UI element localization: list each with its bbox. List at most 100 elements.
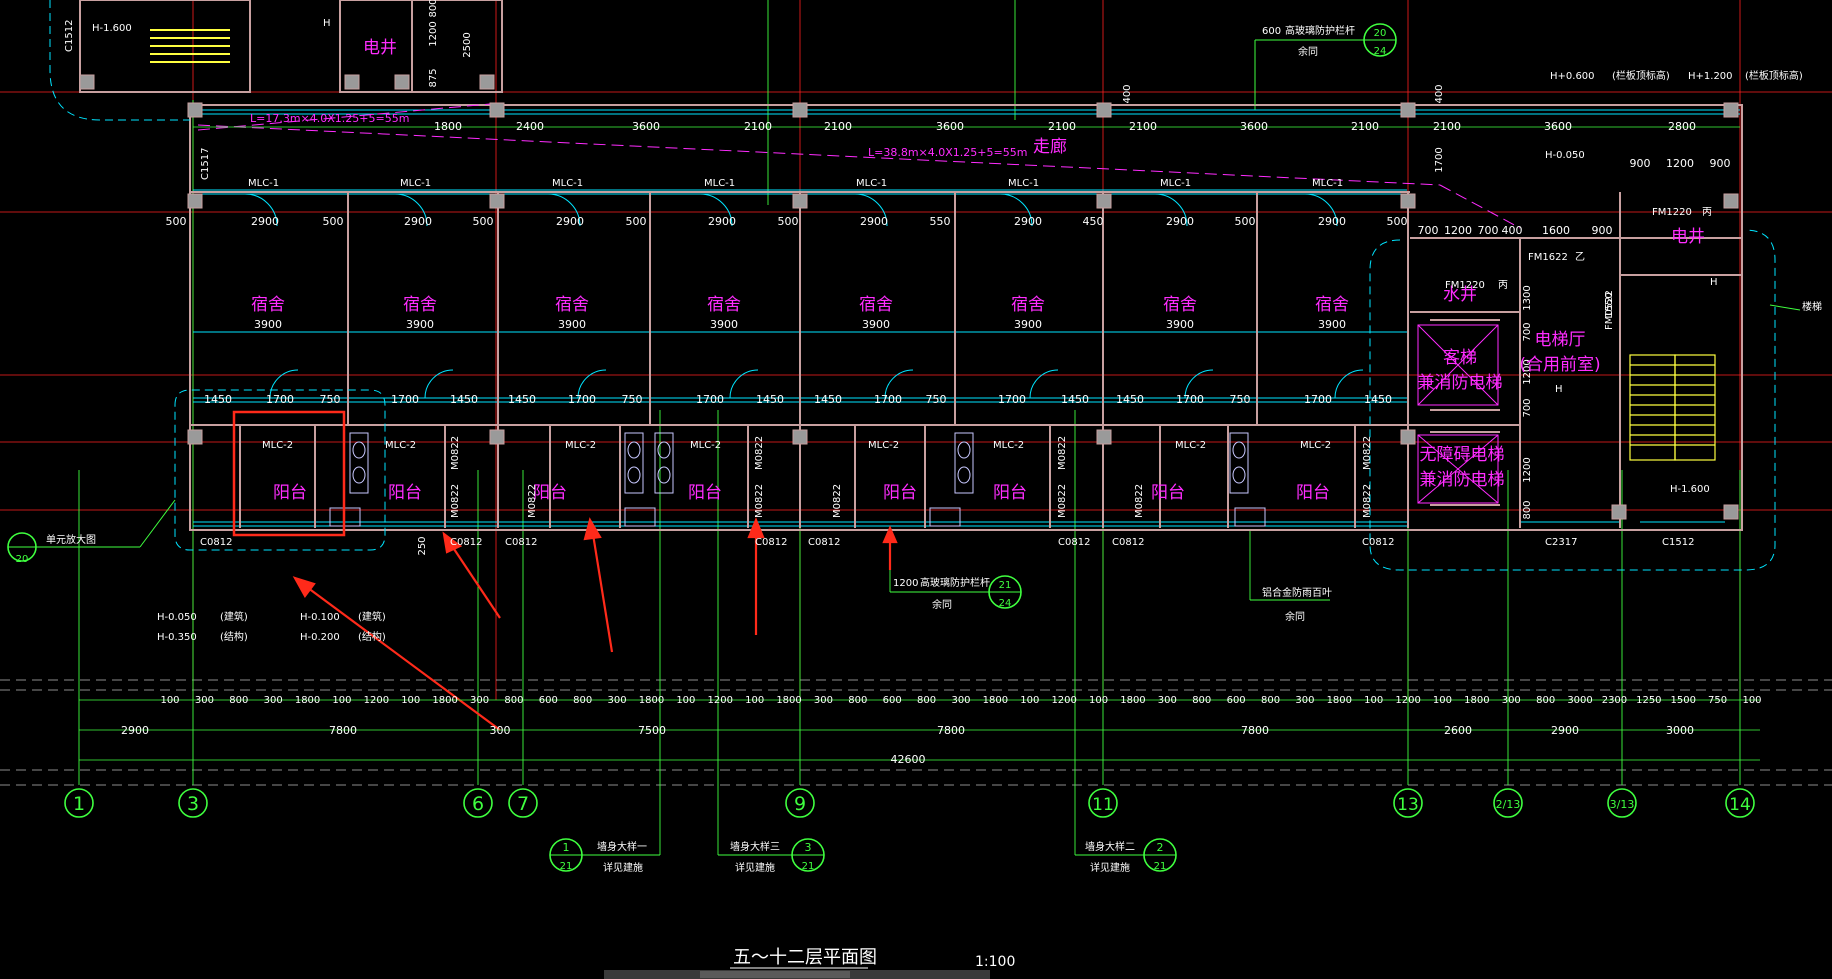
slope-note-1: L=17.3m×4.0X1.25+5=55m (250, 112, 409, 125)
unit-detail-label: 单元放大图 (46, 533, 96, 546)
balcony-label: 阳台 (1151, 483, 1185, 503)
rail-callout-bottom: 1200 高玻璃防护栏杆 余同 21 24 (890, 575, 1022, 611)
svg-text:3/13: 3/13 (1610, 798, 1635, 811)
dim-row1-item: 800 (1536, 695, 1555, 706)
lower-dim: 1450 (508, 393, 536, 406)
svg-text:11: 11 (1092, 795, 1114, 815)
unit-detail-number: 20 (16, 554, 29, 565)
top-dim: 2100 (1433, 120, 1461, 133)
vert-dim: 1200 (1522, 359, 1533, 384)
elev-h1600-right: H-1.600 (1670, 484, 1710, 495)
wall-detail-2-label: 墙身大样二 (1085, 840, 1135, 853)
elev-hall-label: 电梯厅 (1535, 330, 1586, 350)
svg-text:2/13: 2/13 (1496, 798, 1521, 811)
top-dim: 3600 (632, 120, 660, 133)
svg-text:3: 3 (187, 793, 199, 815)
rail-text-bottom: 高玻璃防护栏杆 (920, 576, 990, 589)
dorm-area: 3900 (558, 318, 586, 331)
mlc2-tags: MLC-2 MLC-2 MLC-2 MLC-2 MLC-2 MLC-2 MLC-… (262, 440, 1331, 451)
door-swings (244, 193, 1364, 399)
balcony-label: 阳台 (273, 483, 307, 503)
fm1622-tag: FM1622 (1528, 252, 1568, 263)
dim-row1-item: 300 (1295, 695, 1314, 706)
elev-h0100: H-0.100 (300, 612, 340, 623)
c2317-tag: C2317 (1545, 537, 1577, 548)
lower-dim: 750 (1230, 393, 1251, 406)
dim-row1-item: 1200 (364, 695, 389, 706)
dim-row1-item: 100 (1742, 695, 1761, 706)
dim-row1-item: 1800 (1327, 695, 1352, 706)
axis-bubble-7: 7 (508, 788, 538, 818)
dim-row1-item: 600 (883, 695, 902, 706)
axis-bubble-13: 13 (1393, 788, 1423, 818)
c1512-tag: C1512 (1662, 537, 1694, 548)
dimension-lines (79, 126, 1760, 761)
c0812-tag: C0812 (450, 537, 482, 548)
louver-same: 余同 (1285, 610, 1305, 623)
mlc1-tag: MLC-1 (1312, 178, 1343, 189)
elev-h0050-right: H-0.050 (1545, 150, 1585, 161)
elev-rail-top-1: (栏板顶标高) (1612, 69, 1670, 82)
slope-note-2: L=38.8m×4.0X1.25+5=55m (868, 146, 1027, 159)
dim-row1-item: 800 (1261, 695, 1280, 706)
mlc1-tag: MLC-1 (1008, 178, 1039, 189)
dim-row1-item: 800 (848, 695, 867, 706)
annotation-arrows (292, 517, 898, 731)
c0812-tag: C0812 (1058, 537, 1090, 548)
c0812-tag: C0812 (505, 537, 537, 548)
dim-row1-item: 1200 (1051, 695, 1076, 706)
wall-dim: 500 (778, 215, 799, 228)
scrollbar-thumb[interactable] (700, 971, 850, 978)
dim-row1-item: 300 (951, 695, 970, 706)
dim-row2-item: 7800 (937, 724, 965, 737)
wall-detail-1: 墙身大样一 详见建施 1 21 (549, 838, 660, 874)
louver-label: 铝合金防雨百叶 (1262, 586, 1332, 599)
lower-dim: 1700 (266, 393, 294, 406)
dorm-label: 宿舍 (251, 295, 285, 315)
right-dim: 900 (1630, 157, 1651, 170)
dim-row2-item: 300 (490, 724, 511, 737)
top-dim: 2100 (1351, 120, 1379, 133)
dim-row1-item: 1200 (1395, 695, 1420, 706)
dorm-area: 3900 (254, 318, 282, 331)
wall-dim: 500 (626, 215, 647, 228)
wall-dim: 450 (1083, 215, 1104, 228)
elev-struct-1: (结构) (220, 630, 248, 643)
dorm-labels: 宿舍3900宿舍3900宿舍3900宿舍3900宿舍3900宿舍3900宿舍39… (251, 295, 1349, 331)
lower-dims: 1450 1700 750 1450 1700 1450 1700 750 14… (204, 393, 1392, 406)
m0822-tag: M0822 (527, 484, 538, 518)
dim-row1-item: 800 (1192, 695, 1211, 706)
m0822-tag: M0822 (754, 484, 765, 518)
mlc2-tag: MLC-2 (868, 440, 899, 451)
elev-struct-2: (结构) (358, 630, 386, 643)
mlc1-tag: MLC-1 (856, 178, 887, 189)
dim-row2-item: 7500 (638, 724, 666, 737)
wall-dim: 500 (166, 215, 187, 228)
elev-h0600: H+0.600 (1550, 71, 1595, 82)
balcony-label: 阳台 (533, 483, 567, 503)
mlc2-tag: MLC-2 (385, 440, 416, 451)
elev-h-tag-1: H (1710, 277, 1718, 288)
lower-dim: 1450 (450, 393, 478, 406)
dim-row1-item: 1250 (1636, 695, 1661, 706)
top-dim: 3600 (1544, 120, 1572, 133)
balcony-label: 阳台 (1296, 483, 1330, 503)
columns (79, 74, 1739, 520)
elev-h0350: H-0.350 (157, 632, 197, 643)
wall-detail-2-num: 2 (1157, 841, 1164, 854)
axis-bubble-1: 1 (64, 788, 94, 818)
vert-dim: 1700 (1434, 147, 1445, 172)
mlc1-tag: MLC-1 (248, 178, 279, 189)
dim-row1-item: 300 (264, 695, 283, 706)
dashed-lines (0, 679, 1832, 786)
mlc1-tag: MLC-1 (400, 178, 431, 189)
vertical-dims: 1300 700 1200 700 1200 800 1550 1700 400… (417, 0, 1615, 556)
vert-dim: 1200 (1522, 457, 1533, 482)
fm1220-tag: FM1220 (1445, 280, 1485, 291)
top-left-wing (79, 0, 503, 93)
lower-dim: 1700 (391, 393, 419, 406)
fm1220-top-tag: FM1220 (1652, 207, 1692, 218)
elev-hall-sub-label: (合用前室) (1519, 355, 1600, 375)
wall-detail-3-label: 墙身大样三 (730, 840, 780, 853)
m0822-tag: M0822 (1057, 436, 1068, 470)
